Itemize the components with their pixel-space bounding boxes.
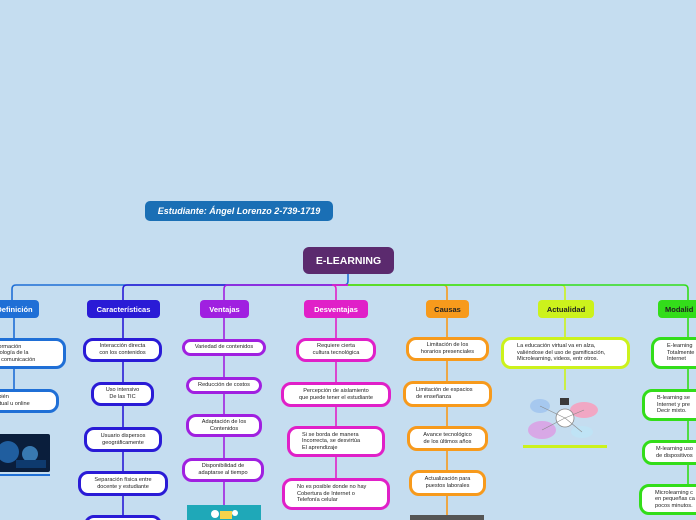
cloud-learning-image bbox=[523, 398, 607, 448]
subtopic-desventajas-3[interactable]: Si se borda de manera Incorrecta, se des… bbox=[287, 426, 385, 457]
subtopic-ventajas-2[interactable]: Reducción de costos bbox=[186, 377, 262, 394]
subtopic-definicion-2[interactable]: también n virtual u online bbox=[0, 389, 59, 413]
subtopic-ventajas-4[interactable]: Disponibilidad de adaptarse al tiempo bbox=[182, 458, 264, 482]
subtopic-caracteristicas-2[interactable]: Uso intensivo De las TIC bbox=[91, 382, 154, 406]
topic-causas[interactable]: Causas bbox=[426, 300, 469, 318]
subtopic-caracteristicas-1[interactable]: Interacción directa con los contenidos bbox=[83, 338, 162, 362]
subtopic-caracteristicas-5[interactable] bbox=[84, 515, 162, 520]
subtopic-desventajas-1[interactable]: Requiere cierta cultura tecnológica bbox=[296, 338, 376, 362]
subtopic-ventajas-1[interactable]: Variedad de contenidos bbox=[182, 339, 266, 356]
topic-caracteristicas[interactable]: Características bbox=[87, 300, 160, 318]
subtopic-desventajas-4[interactable]: No es posible donde no hay Cobertura de … bbox=[282, 478, 390, 510]
subtopic-caracteristicas-3[interactable]: Usuario dispersos geográficamente bbox=[84, 427, 162, 452]
subtopic-causas-1[interactable]: Limitación de los horarios presenciales bbox=[406, 337, 489, 361]
subtopic-ventajas-3[interactable]: Adaptación de los Contenidos bbox=[186, 414, 262, 437]
subtopic-definicion-1[interactable]: de formación tecnología de la ón y comun… bbox=[0, 338, 66, 369]
subtopic-causas-3[interactable]: Avance tecnológico de los últimos años bbox=[407, 426, 488, 451]
topic-modalidades[interactable]: Modalid bbox=[658, 300, 696, 318]
subtopic-modalidades-2[interactable]: B-learning se Internet y pre Decir mixto… bbox=[642, 389, 696, 421]
root-topic[interactable]: E-LEARNING bbox=[303, 247, 394, 274]
subtopic-causas-4[interactable]: Actualización para puestos laborales bbox=[409, 470, 486, 496]
subtopic-modalidades-3[interactable]: M-learning uso de dispositivos bbox=[642, 440, 696, 465]
subtopic-desventajas-2[interactable]: Percepción de aislamiento que puede tene… bbox=[281, 382, 391, 407]
subtopic-modalidades-1[interactable]: E-learning Totalmente Internet bbox=[651, 337, 696, 369]
causas-image bbox=[410, 515, 484, 520]
subtopic-modalidades-4[interactable]: Microlearning c en pequeñas ca pocos min… bbox=[639, 484, 696, 515]
subtopic-actualidad-1[interactable]: La educación virtual va en alza, valiénd… bbox=[501, 337, 630, 369]
topic-ventajas[interactable]: Ventajas bbox=[200, 300, 249, 318]
topic-desventajas[interactable]: Desventajas bbox=[304, 300, 368, 318]
topic-actualidad[interactable]: Actualidad bbox=[538, 300, 594, 318]
subtopic-causas-2[interactable]: Limitación de espacios de enseñanza bbox=[403, 381, 492, 407]
student-label[interactable]: Estudiante: Ángel Lorenzo 2-739-1719 bbox=[145, 201, 333, 221]
elearning-image bbox=[0, 434, 50, 476]
subtopic-caracteristicas-4[interactable]: Separación física entre docente y estudi… bbox=[78, 471, 168, 496]
online-learning-image bbox=[187, 505, 261, 520]
topic-definicion[interactable]: Definición bbox=[0, 300, 39, 318]
